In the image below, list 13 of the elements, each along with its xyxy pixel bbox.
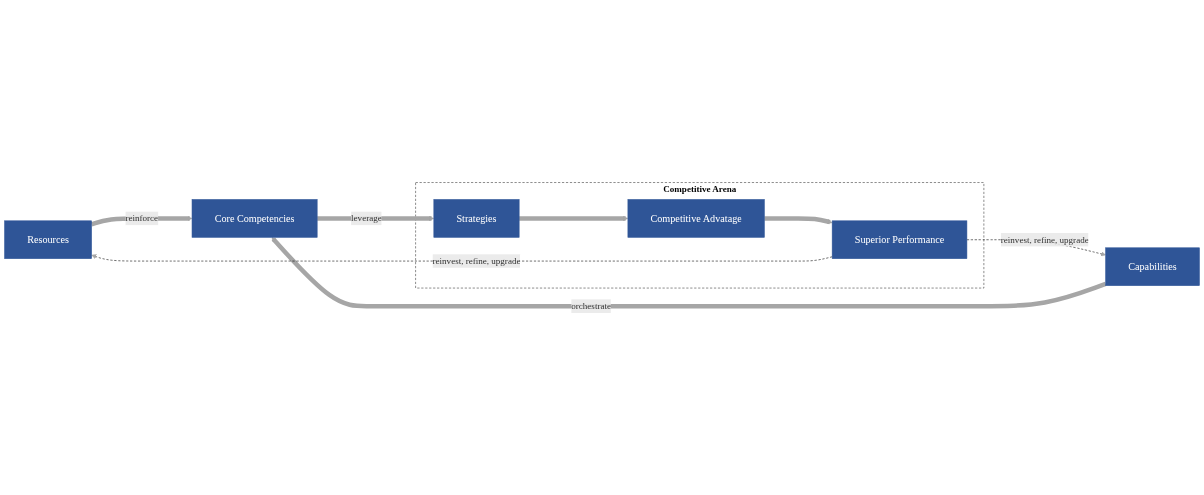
edge-label: orchestrate — [571, 300, 611, 311]
node-box: Competitive Advatage — [627, 198, 765, 238]
node-box: Core Competencies — [191, 198, 318, 238]
arrow — [519, 215, 629, 221]
edge-label: leverage — [351, 213, 382, 223]
edge-label: reinvest, refine, upgrade — [432, 255, 521, 266]
edge-label: reinvest, refine, upgrade — [1000, 234, 1089, 245]
edge-label: reinforce — [125, 213, 159, 223]
node-box: Superior Performance — [831, 220, 968, 259]
node-box: Resources — [4, 220, 92, 259]
node-box: Strategies — [433, 198, 520, 238]
node-box: Capabilities — [1105, 247, 1200, 286]
arrow — [764, 215, 833, 225]
